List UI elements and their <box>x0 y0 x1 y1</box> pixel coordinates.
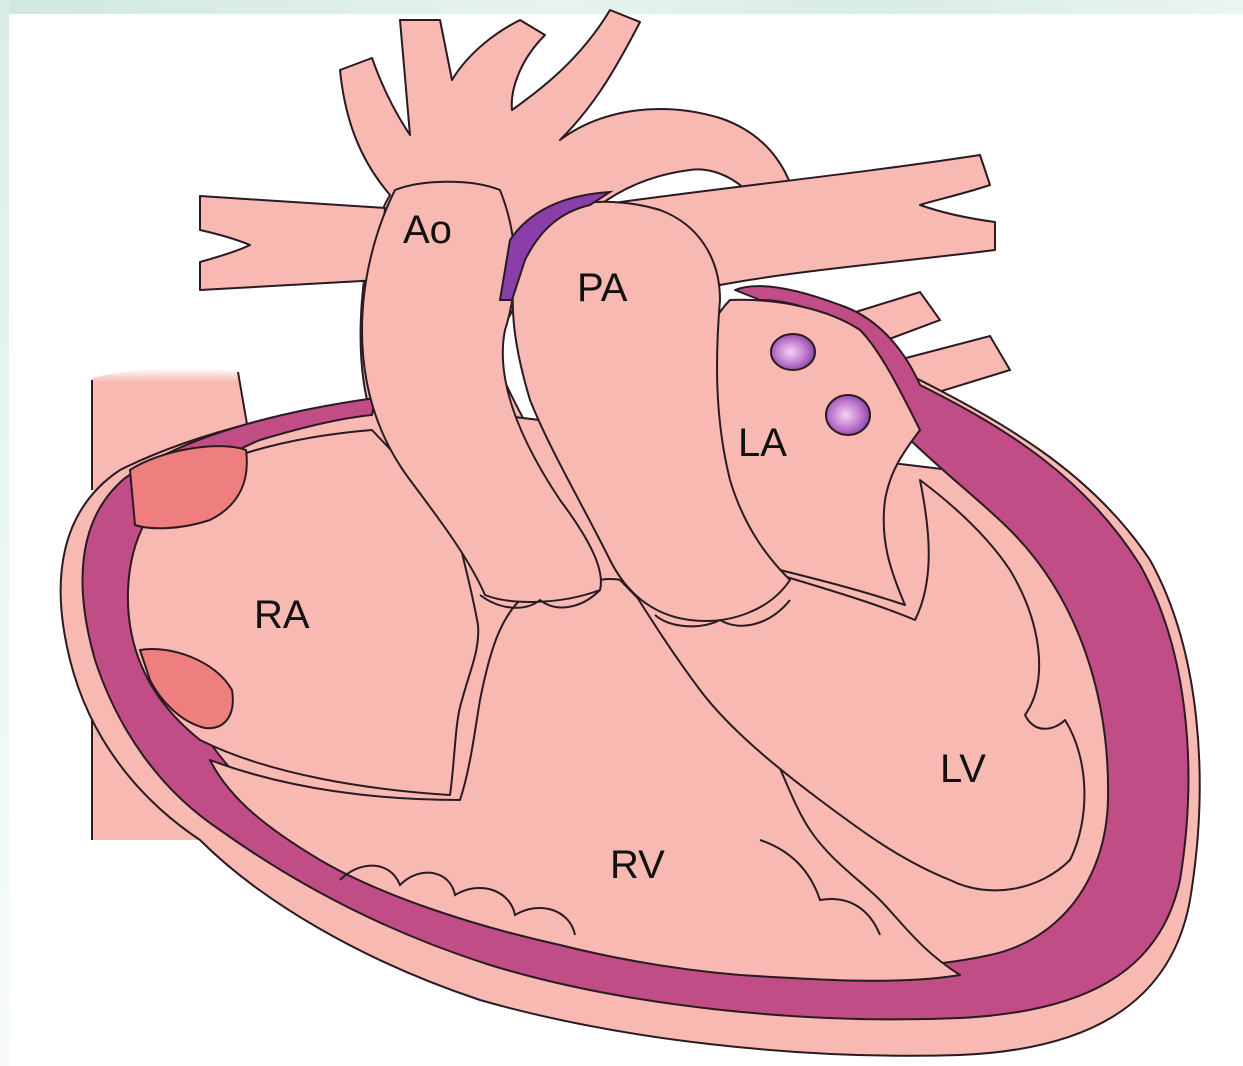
label-ao: Ao <box>403 208 452 252</box>
right-pulmonary-artery <box>200 196 385 290</box>
label-rv: RV <box>610 843 665 887</box>
pulmonary-vein-opening-upper <box>771 334 815 370</box>
label-la: LA <box>738 421 787 465</box>
label-lv: LV <box>940 747 986 791</box>
label-pa: PA <box>577 266 628 310</box>
label-ra: RA <box>254 593 310 637</box>
pulmonary-vein-opening-lower <box>826 395 870 435</box>
